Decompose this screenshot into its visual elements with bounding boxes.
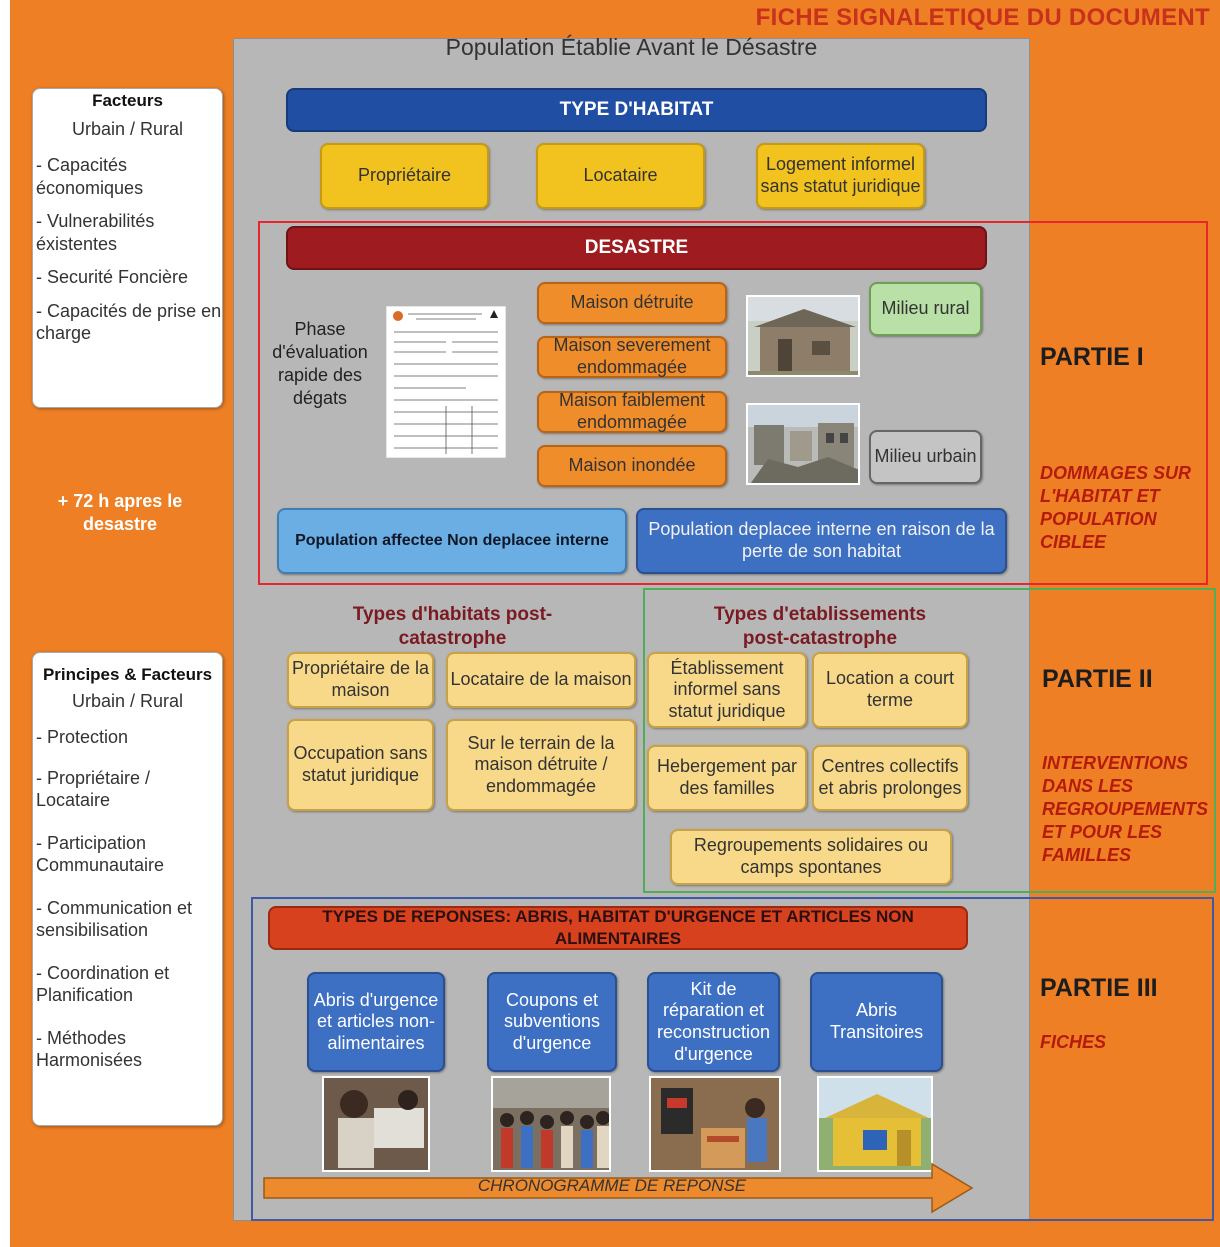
population-title: Population Établie Avant le Désastre [445,34,818,60]
document-title: FICHE SIGNALETIQUE DU DOCUMENT [755,4,1210,31]
form-logo-icon [393,311,403,321]
partie-ii-title: PARTIE II [1042,665,1153,693]
damage-light: Maison faiblement endommagée [537,390,727,433]
response-transitional-shelter: Abris Transitoires [810,972,943,1072]
factors-box: Facteurs Urbain / Rural - Capacités écon… [32,88,223,408]
partie-ii-frame [643,588,1216,893]
habitat-informal: Logement informel sans statut juridique [756,143,925,209]
habitat-tenant: Locataire [536,143,705,209]
partie-ii-subtitle: INTERVENTIONS DANS LES REGROUPEMENTS ET … [1042,753,1209,866]
principles-box: Principes & Facteurs Urbain / Rural - Pr… [32,652,223,1126]
principle-item: - Protection [36,727,129,747]
principles-heading: Principes & Facteurs [42,665,213,684]
reponses-bar: TYPES DE REPONSES: ABRIS, HABITAT D'URGE… [268,906,968,950]
habitat-owner: Propriétaire [320,143,489,209]
damage-destroyed: Maison détruite [537,282,727,324]
aid-distribution-photo [322,1076,430,1172]
factor-item: - Securité Foncière [36,267,189,287]
assessment-form-image [386,306,506,458]
factor-item: - Vulnerabilités éxistentes [36,211,155,254]
post-habitat-tenant: Locataire de la maison [446,652,636,708]
etab-collective-centres: Centres collectifs et abris prolonges [812,745,968,811]
factor-item: - Capacités économiques [36,155,144,198]
post-habitat-occupation: Occupation sans statut juridique [287,719,434,811]
post-habitat-title: Types d'habitats post-catastrophe [352,604,553,649]
post-habitat-terrain: Sur le terrain de la maison détruite / e… [446,719,636,811]
rural-house-photo [746,295,860,377]
repair-kit-photo [649,1076,781,1172]
response-emergency-shelter: Abris d'urgence et articles non-alimenta… [307,972,445,1072]
desastre-bar: DESASTRE [286,226,987,270]
principle-item: - Coordination et Planification [36,962,170,1006]
urban-ruins-photo [746,403,860,485]
phase-label: Phase d'évaluation rapide des dégats [272,319,368,409]
partie-iii-frame [251,897,1214,1221]
principle-item: - Participation Communautaire [36,832,165,876]
partie-i-title: PARTIE I [1040,343,1144,371]
principle-item: - Communication et sensibilisation [36,897,193,941]
etab-camps: Regroupements solidaires ou camps sponta… [670,829,952,885]
population-non-displaced: Population affectee Non deplacee interne [277,508,627,574]
principles-subtitle: Urbain / Rural [71,691,184,711]
damage-flooded: Maison inondée [537,445,727,487]
crowd-photo [491,1076,611,1172]
time-note: + 72 h apres le desastre [57,491,183,535]
population-displaced: Population deplacee interne en raison de… [636,508,1007,574]
transitional-shelter-photo [817,1076,933,1172]
partie-i-frame [258,221,1208,585]
post-etab-title: Types d'etablissements post-catastrophe [713,604,927,649]
partie-iii-subtitle: FICHES [1040,1032,1107,1052]
partie-iii-title: PARTIE III [1040,974,1158,1002]
factors-subtitle: Urbain / Rural [71,119,184,139]
chronogram-arrow [263,1162,974,1214]
partie-i-subtitle: DOMMAGES SUR L'HABITAT ET POPULATION CIB… [1040,463,1192,553]
post-habitat-owner: Propriétaire de la maison [287,652,434,708]
chronogram-label: CHRONOGRAMME DE REPONSE [477,1176,747,1195]
etab-short-rental: Location a court terme [812,652,968,728]
habitat-bar: TYPE D'HABITAT [286,88,987,132]
milieu-urbain: Milieu urbain [869,430,982,484]
response-vouchers: Coupons et subventions d'urgence [487,972,617,1072]
response-repair-kit: Kit de réparation et reconstruction d'ur… [647,972,780,1072]
principle-item: - Méthodes Harmonisées [36,1027,143,1071]
factor-item: - Capacités de prise en charge [36,300,222,344]
principle-item: - Propriétaire / Locataire [36,767,151,811]
etab-informal: Établissement informel sans statut jurid… [647,652,807,728]
milieu-rural: Milieu rural [869,282,982,336]
damage-severe: Maison severement endommagée [537,335,727,378]
factors-heading: Facteurs [92,91,163,110]
etab-host-families: Hebergement par des familles [647,745,807,811]
